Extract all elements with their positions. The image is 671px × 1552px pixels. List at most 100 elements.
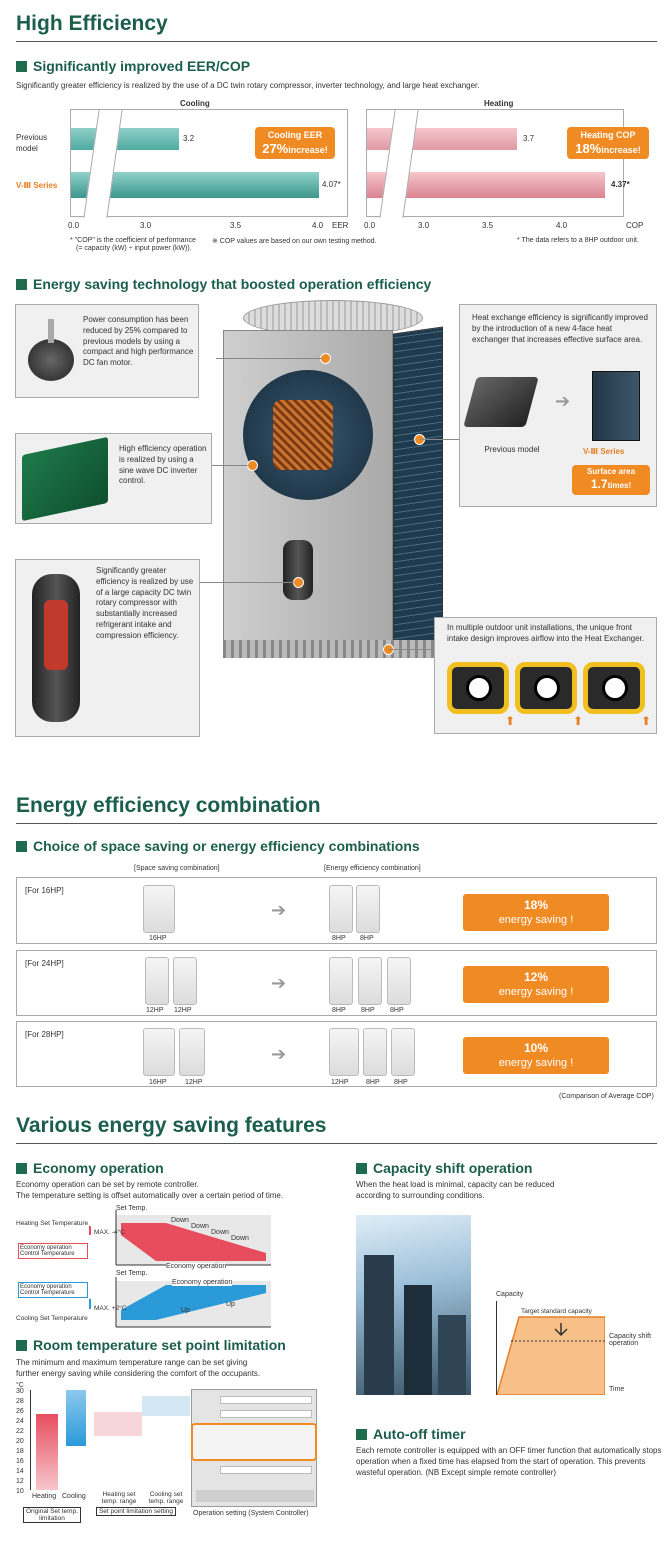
- tick: 10: [16, 1488, 24, 1495]
- unit-hp-label: 8HP: [332, 1007, 346, 1014]
- cooling-bar-previous: [71, 128, 179, 150]
- heating-plot-area: 3.7 4.37* Heating COP 18%increase!: [366, 109, 649, 218]
- subheading-text: Energy saving technology that boosted op…: [33, 276, 432, 292]
- tick: 4.0: [556, 221, 568, 230]
- col-space-saving: [Space saving combination]: [134, 865, 220, 872]
- heat-exchanger-text: Heat exchange efficiency is significantl…: [472, 313, 648, 344]
- cooling-label: Cooling: [180, 99, 210, 108]
- callout-pct: 27%: [262, 140, 289, 156]
- controller-buttons: [196, 1490, 314, 1502]
- cooling-plot-area: 3.2 4.07* Cooling EER 27%increase!: [70, 109, 348, 218]
- callout-word: increase!: [288, 144, 328, 155]
- unit-icon: [329, 885, 353, 933]
- cooling-label: Cooling: [62, 1493, 86, 1500]
- unit-hp-label: 8HP: [394, 1079, 408, 1086]
- heat-exchanger-box: Heat exchange efficiency is significantl…: [459, 304, 657, 507]
- heating-new-value: 4.37*: [611, 180, 630, 189]
- unit-hp-label: 12HP: [331, 1079, 349, 1086]
- bullet-square: [16, 60, 27, 72]
- system-controller-screen: [191, 1389, 317, 1507]
- tick: 22: [16, 1428, 24, 1435]
- tick: 3.0: [140, 221, 152, 230]
- set-temp-label: Set Temp.: [116, 1270, 148, 1277]
- skyscraper-image: [356, 1215, 471, 1395]
- comparison-note: (Comparison of Average COP): [559, 1093, 654, 1100]
- unit-hp-label: 12HP: [146, 1007, 164, 1014]
- leader-line: [420, 439, 460, 440]
- unit-icon: [358, 957, 382, 1005]
- down-label: Down: [231, 1235, 249, 1242]
- intake-fan-icon: [466, 675, 492, 701]
- saving-text: energy saving !: [498, 913, 574, 926]
- divider: [16, 1143, 657, 1144]
- controller-highlight: [191, 1423, 317, 1461]
- max-plus-label: MAX. +2°C: [94, 1305, 127, 1312]
- room-temp-chart: °C 30 28 26 24 22 20 18 16 14 12 10 Heat…: [16, 1382, 191, 1527]
- combination-row-16hp: [For 16HP] 16HP ➔ 8HP 8HP 18%energy savi…: [16, 877, 657, 944]
- heating-set-range: [94, 1412, 142, 1436]
- section-title-high-efficiency: High Efficiency: [16, 12, 168, 35]
- heating-chart: Heating 3.7 4.37* Heating COP 18%increas…: [364, 97, 658, 237]
- heating-callout: Heating COP 18%increase!: [567, 127, 649, 159]
- building-2: [404, 1285, 432, 1395]
- eco-control-temp-cooling: Economy operation Control Temperature: [18, 1282, 88, 1298]
- bullet-square: [356, 1428, 367, 1440]
- subheading-room-temp: Room temperature set point limitation: [16, 1337, 286, 1353]
- col-energy-efficiency: [Energy efficiency combination]: [324, 865, 421, 872]
- tick: 3.5: [230, 221, 242, 230]
- compressor-image: [26, 570, 88, 726]
- unit-icon: [356, 885, 380, 933]
- section-title-various-features: Various energy saving features: [16, 1114, 327, 1137]
- intake-unit-2: [515, 662, 577, 714]
- max-minus-label: MAX. -4°C: [94, 1229, 125, 1236]
- set-temp-label: Set Temp.: [116, 1205, 148, 1212]
- unit-hp-label: 8HP: [366, 1079, 380, 1086]
- hotspot-compressor: [293, 577, 304, 588]
- unit-icon: [143, 885, 175, 933]
- arrow-right-icon: ➔: [271, 973, 287, 993]
- heating-label: Heating: [484, 99, 514, 108]
- cooling-prev-value: 3.2: [183, 134, 195, 143]
- unit-hp-label: 12HP: [174, 1007, 192, 1014]
- up-label: Up: [181, 1307, 190, 1314]
- combination-row-28hp: [For 28HP] 16HP 12HP ➔ 12HP 8HP 8HP 10%e…: [16, 1021, 657, 1087]
- cooling-set-temp-label: Cooling Set Temperature: [16, 1315, 88, 1322]
- intake-fan-icon: [534, 675, 560, 701]
- unit-hp-label: 16HP: [149, 935, 167, 942]
- motor-body: [28, 339, 74, 381]
- tick: 26: [16, 1408, 24, 1415]
- eco-control-temp-heating: Economy operation Control Temperature: [18, 1243, 88, 1259]
- temp-unit: °C: [16, 1382, 24, 1389]
- down-label: Down: [191, 1223, 209, 1230]
- tick: 14: [16, 1468, 24, 1475]
- callout-pct: 18%: [575, 140, 602, 156]
- eer-description: Significantly greater efficiency is real…: [16, 81, 480, 90]
- controller-row: [220, 1466, 312, 1474]
- arrow-up-icon: ⬆: [641, 714, 652, 728]
- heating-label: Heating: [32, 1493, 57, 1500]
- subheading-text: Significantly improved EER/COP: [33, 58, 251, 74]
- arrow-up-icon: ⬆: [573, 714, 584, 728]
- unit-icon: [143, 1028, 175, 1076]
- economy-operation-label: Economy operation: [172, 1279, 233, 1286]
- tick: 3.0: [418, 221, 430, 230]
- row-label: [For 28HP]: [25, 1030, 64, 1039]
- subheading-capacity: Capacity shift operation: [356, 1160, 532, 1176]
- time-label: Time: [609, 1386, 625, 1393]
- cooling-new-value: 4.07*: [322, 180, 341, 189]
- hex-vseries-label: V-Ⅲ Series: [583, 447, 625, 456]
- axis-break: [83, 110, 123, 218]
- tick: 0.0: [364, 221, 376, 230]
- capacity-label: Capacity: [496, 1291, 524, 1298]
- intake-unit-3: [583, 662, 645, 714]
- cooling-callout: Cooling EER 27%increase!: [255, 127, 335, 159]
- section-title-combination: Energy efficiency combination: [16, 794, 321, 817]
- tick: 4.0: [312, 221, 324, 230]
- energy-saving-badge: 12%energy saving !: [463, 966, 609, 1003]
- subheading-energy-tech: Energy saving technology that boosted op…: [16, 276, 431, 292]
- economy-svg: [89, 1210, 271, 1328]
- subheading-economy: Economy operation: [16, 1160, 164, 1176]
- saving-text: energy saving !: [498, 1056, 574, 1069]
- saving-pct: 10%: [523, 1041, 549, 1055]
- hotspot-inverter: [247, 460, 258, 471]
